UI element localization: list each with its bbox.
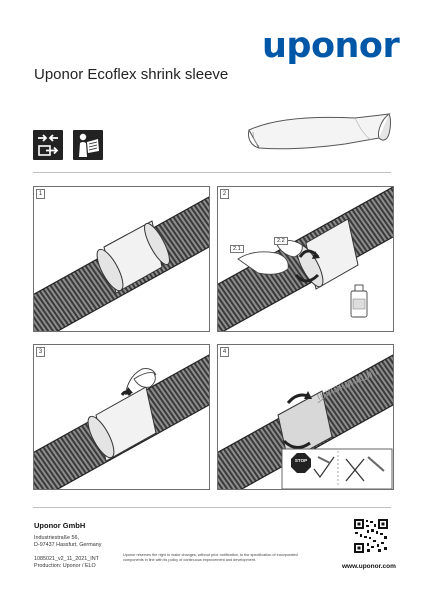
step-4-illustration [218, 354, 393, 489]
step-1-illustration [34, 196, 209, 331]
production-info: Production: Uponor / ELO [34, 563, 96, 569]
stop-sign-text: STOP [294, 458, 308, 463]
website-url[interactable]: www.uponor.com [342, 563, 396, 570]
doc-number: 1085021_v2_11_2021_INT [34, 556, 99, 562]
step-3-illustration [34, 354, 209, 489]
disclaimer: Uponor reserves the right to make change… [123, 553, 298, 562]
step-2-illustration [218, 187, 393, 331]
step-number: 4 [220, 347, 229, 357]
qr-code [353, 518, 389, 554]
sub-step-label: 2.1 [230, 245, 244, 253]
step-3-panel: 3 [33, 344, 210, 490]
step-1-panel: 1 [33, 186, 210, 332]
page-title: Uponor Ecoflex shrink sleeve [34, 66, 229, 83]
company-name: Uponor GmbH [34, 521, 86, 530]
address-line: D-97437 Hassfurt, Germany [34, 542, 102, 548]
divider [33, 172, 391, 173]
rolled-sleeve-illustration [248, 113, 391, 150]
divider [33, 507, 391, 508]
step-number: 1 [36, 189, 45, 199]
manual-reading-person-icon [73, 130, 103, 160]
step-number: 3 [36, 347, 45, 357]
step-4-panel: 4 STOP [217, 344, 394, 490]
step-2-panel: 2 2.1 2.2 [217, 186, 394, 332]
address-line: Industriestraße 56, [34, 535, 79, 541]
uponor-logo: uponor [262, 26, 400, 66]
sub-step-label: 2.2 [274, 237, 288, 245]
step-number: 2 [220, 189, 229, 199]
read-instructions-arrows-icon [33, 130, 63, 160]
